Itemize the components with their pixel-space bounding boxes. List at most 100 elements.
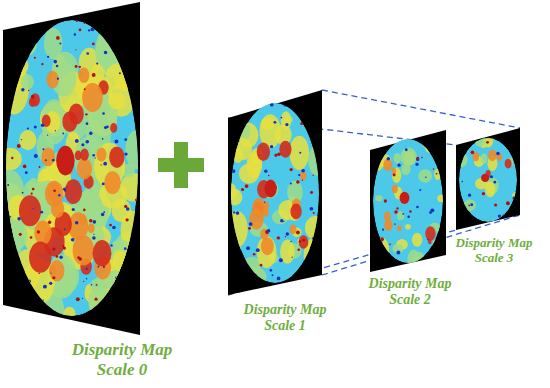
heat-dot [256, 248, 260, 252]
scale-label: Disparity Map Scale 0 [57, 340, 187, 379]
heat-dot [109, 224, 112, 227]
heat-blob [19, 130, 36, 150]
heat-dot [56, 36, 60, 40]
heat-dot [75, 221, 79, 225]
heat-dot [272, 274, 274, 276]
heat-dot [126, 25, 130, 29]
heat-dot [270, 103, 274, 107]
heat-dot [302, 180, 303, 181]
heat-dot [27, 127, 29, 129]
heat-dot [93, 25, 95, 27]
heat-blob [263, 208, 269, 217]
heat-blob [307, 270, 327, 290]
heat-dot [432, 250, 435, 253]
heat-dot [372, 172, 375, 175]
heat-dot [46, 28, 49, 31]
heat-dot [91, 27, 95, 31]
heat-dot [32, 21, 33, 22]
heat-dot [45, 159, 47, 161]
heat-dot [52, 248, 55, 251]
heat-dot [67, 187, 68, 188]
heat-blob [82, 83, 103, 112]
heat-dot [21, 88, 24, 91]
heat-dot [31, 21, 33, 23]
heat-blob [46, 71, 58, 88]
heat-dot [430, 208, 434, 212]
heat-dot [82, 298, 83, 299]
heat-blob [480, 154, 487, 164]
heat-dot [251, 102, 254, 105]
heat-dot [86, 21, 88, 23]
heat-dot [468, 205, 470, 207]
heat-blob [421, 133, 438, 150]
heat-dot [382, 229, 384, 231]
heat-dot [310, 207, 314, 211]
heat-dot [299, 152, 301, 154]
heat-blob [109, 146, 124, 167]
heat-dot [100, 164, 101, 165]
heat-blob [125, 297, 137, 307]
heat-dot [106, 125, 109, 128]
heat-dot [113, 300, 117, 304]
heat-dot [264, 169, 267, 172]
heat-blob [375, 195, 383, 201]
heat-dot [83, 281, 84, 282]
heat-dot [18, 32, 20, 34]
heat-dot [280, 117, 282, 119]
heat-dot [132, 253, 135, 256]
heat-dot [93, 220, 97, 224]
heat-blob [400, 147, 417, 166]
heat-blob [110, 123, 117, 133]
heat-dot [233, 211, 235, 213]
heat-dot [132, 281, 135, 284]
heat-blob [41, 148, 54, 167]
heatmap [456, 132, 522, 225]
heat-blob [78, 68, 89, 84]
heat-dot [57, 78, 59, 80]
heat-dot [95, 157, 96, 158]
heat-blob [21, 74, 34, 89]
heat-dot [416, 206, 419, 209]
heat-dot [378, 140, 380, 142]
heat-dot [103, 211, 105, 213]
heat-dot [393, 173, 396, 176]
heat-dot [127, 265, 131, 269]
heat-dot [53, 60, 57, 64]
heat-blob [0, 303, 15, 325]
heat-dot [121, 271, 123, 273]
heat-blob [62, 111, 77, 132]
heat-dot [298, 174, 300, 176]
heat-dot [290, 182, 292, 184]
heat-dot [132, 48, 135, 51]
heat-dot [416, 157, 419, 160]
heat-dot [468, 194, 471, 197]
heatmap [369, 133, 446, 271]
heat-blob [63, 307, 75, 322]
heat-dot [11, 98, 14, 101]
heat-dot [259, 155, 260, 156]
heat-dot [84, 88, 86, 90]
heat-dot [290, 168, 293, 171]
heat-dot [380, 241, 382, 243]
heat-dot [302, 239, 305, 242]
heat-dot [89, 132, 92, 135]
heat-dot [92, 154, 95, 157]
heat-dot [31, 192, 33, 194]
heat-dot [232, 169, 236, 173]
heat-blob [0, 13, 17, 31]
heat-dot [29, 288, 31, 290]
heat-dot [394, 223, 396, 225]
heat-blob [30, 93, 40, 106]
heat-dot [31, 95, 35, 99]
heat-dot [380, 237, 384, 241]
heat-dot [234, 258, 235, 259]
heat-blob [392, 244, 403, 254]
heat-dot [94, 298, 97, 301]
heat-dot [374, 240, 378, 244]
heat-blob [225, 211, 248, 248]
heat-dot [37, 230, 40, 233]
heat-blob [112, 250, 127, 271]
heat-dot [425, 177, 427, 179]
heat-dot [75, 139, 79, 143]
